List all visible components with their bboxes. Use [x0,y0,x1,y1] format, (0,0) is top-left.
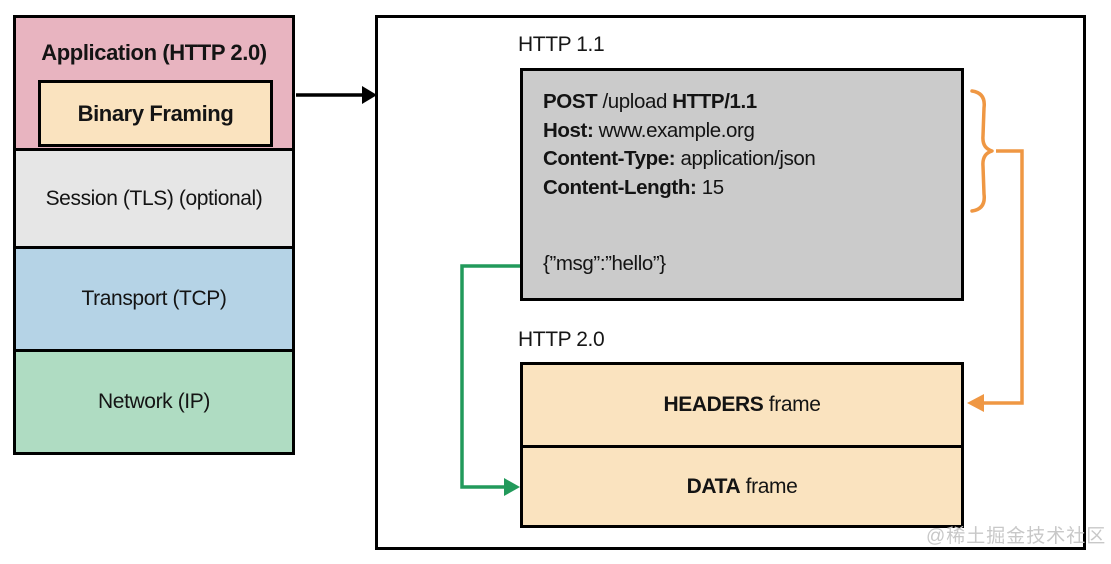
data-frame-row: DATA frame [523,445,961,525]
headers-frame-row: HEADERS frame [523,365,961,445]
stack-layer-binary-framing: Binary Framing [38,80,273,147]
network-label: Network (IP) [98,390,210,413]
http20-section-label: HTTP 2.0 [518,328,605,351]
watermark: @稀土掘金技术社区 [926,526,1107,547]
http11-section-label: HTTP 1.1 [518,33,605,56]
http20-frames-box: HEADERS frame DATA frame [520,362,964,528]
request-path: /upload [597,90,673,113]
session-label: Session (TLS) (optional) [45,186,263,210]
binary-framing-label: Binary Framing [77,100,234,126]
binary-framing-arrow [296,86,377,104]
transport-label: Transport (TCP) [81,287,227,310]
application-label: Application (HTTP 2.0) [41,40,267,65]
content-length-label: Content-Length: [543,175,697,199]
request-line: POST /upload HTTP/1.1 [543,88,951,117]
data-frame-label: DATA frame [686,474,798,498]
headers-frame-label: HEADERS frame [663,393,821,416]
http11-request-box: POST /upload HTTP/1.1 Host: www.example.… [520,68,964,301]
stack-layer-network: Network (IP) [16,349,292,452]
content-type-value: application/json [675,147,816,170]
content-length-header: Content-Length: 15 [543,174,951,203]
host-label: Host: [543,118,594,142]
request-body: {”msg”:”hello”} [543,252,666,275]
content-type-header: Content-Type: application/json [543,145,951,174]
request-method: POST [543,90,598,113]
stack-layer-transport: Transport (TCP) [16,246,292,349]
content-type-label: Content-Type: [543,147,676,170]
protocol-stack: Application (HTTP 2.0) Binary Framing Se… [13,15,295,455]
content-length-value: 15 [696,175,724,199]
host-value: www.example.org [593,118,755,142]
stack-layer-session: Session (TLS) (optional) [16,148,292,246]
request-version: HTTP/1.1 [672,90,757,113]
stack-layer-application: Application (HTTP 2.0) Binary Framing [16,18,292,148]
host-header: Host: www.example.org [543,117,951,146]
